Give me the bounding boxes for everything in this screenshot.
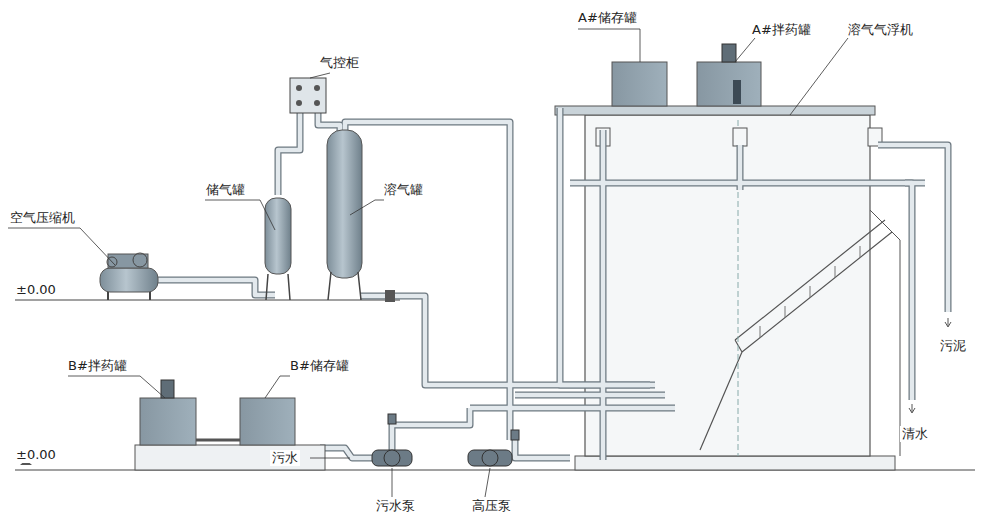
compressor-label: 空气压缩机 [8, 210, 77, 226]
inlet-label: 污水 [270, 450, 300, 466]
cabinet-label: 气控柜 [318, 55, 361, 71]
machine-label: 溶气气浮机 [846, 22, 915, 38]
outlet-label: 污泥 [938, 338, 968, 354]
tank-label: A#拌药罐 [750, 22, 813, 38]
tank-label: B#储存罐 [288, 358, 351, 374]
tank-label: B#拌药罐 [66, 358, 129, 374]
tank-label: 储气罐 [204, 182, 247, 198]
pump-label: 污水泵 [374, 498, 417, 514]
outlet-label: 清水 [900, 426, 930, 442]
tank-label: A#储存罐 [576, 10, 639, 26]
elevation-mark: ±0.00 [14, 282, 58, 298]
pump-label: 高压泵 [470, 498, 513, 514]
tank-label: 溶气罐 [382, 182, 425, 198]
elevation-mark: ±0.00 [14, 447, 58, 463]
